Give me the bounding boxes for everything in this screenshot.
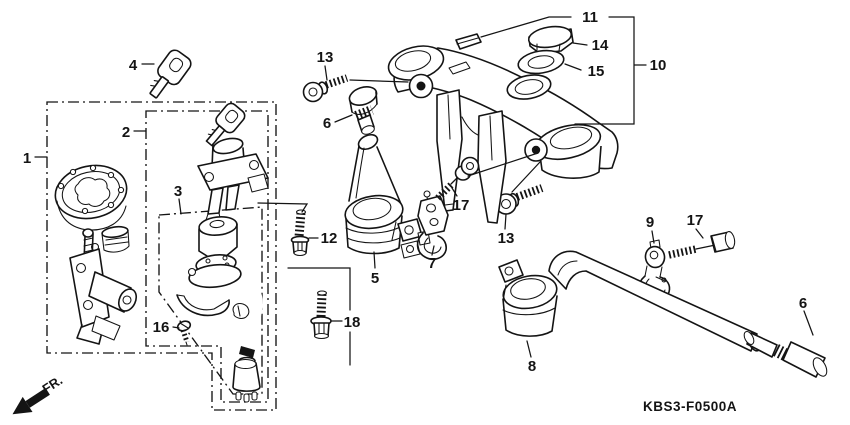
bolt-17-right-drawing (668, 231, 736, 259)
part-label-11: 11 (582, 9, 598, 26)
fr-arrow-icon (12, 388, 50, 415)
part-label-10: 10 (650, 57, 667, 74)
part-label-5: 5 (371, 270, 379, 287)
group-box-1 (46, 101, 277, 411)
part-label-8: 8 (528, 358, 536, 375)
cable-guide-7-drawing (416, 190, 449, 260)
part-label-13-lower: 13 (498, 230, 515, 247)
part-label-14: 14 (592, 37, 609, 54)
switch-base-drawing (176, 216, 263, 403)
part-label-18: 18 (344, 314, 361, 331)
screw-12-drawing (290, 209, 310, 257)
group-box-2 (145, 110, 269, 403)
bolt-13-upper-drawing (302, 74, 349, 103)
part-label-15: 15 (588, 63, 605, 80)
key-drawing (149, 49, 192, 99)
part-label-9: 9 (646, 214, 654, 231)
part-label-7: 7 (428, 255, 436, 272)
part-label-17-center: 17 (453, 197, 470, 214)
part-label-13-upper: 13 (317, 49, 334, 66)
bolt-13-lower-drawing (495, 184, 544, 215)
ignition-switch-drawing (197, 102, 269, 221)
part-label-6-upper: 6 (323, 115, 331, 132)
bolt-17-center-drawing (434, 156, 480, 202)
part-label-6-lower: 6 (799, 295, 807, 312)
stem-cap-nut-drawing (527, 25, 574, 54)
part-number-labels: 1 2 3 4 5 6 6 7 8 9 10 11 12 13 13 14 15… (23, 9, 807, 375)
part-label-17-right: 17 (687, 212, 704, 229)
part-label-3: 3 (174, 183, 182, 200)
stem-washer-drawing (517, 49, 565, 75)
diagram-code: KBS3-F0500A (643, 399, 737, 414)
helmet-lock-drawing (69, 228, 138, 345)
leader-lines (34, 16, 814, 366)
part-label-2: 2 (122, 124, 130, 141)
part-label-16: 16 (153, 319, 170, 336)
mount-6-upper-drawing (348, 86, 378, 135)
holder-5-drawing (344, 133, 431, 259)
weight-6-lower-drawing (743, 331, 828, 378)
fuel-cap-drawing (54, 164, 130, 253)
part-label-12: 12 (321, 230, 338, 247)
bolt-18-drawing (310, 290, 332, 340)
emblem-pad-drawing (455, 33, 482, 50)
part-label-1: 1 (23, 150, 31, 167)
screw-16-drawing (176, 320, 192, 346)
triple-clamp-drawing (387, 45, 619, 224)
part-label-4: 4 (129, 57, 138, 74)
